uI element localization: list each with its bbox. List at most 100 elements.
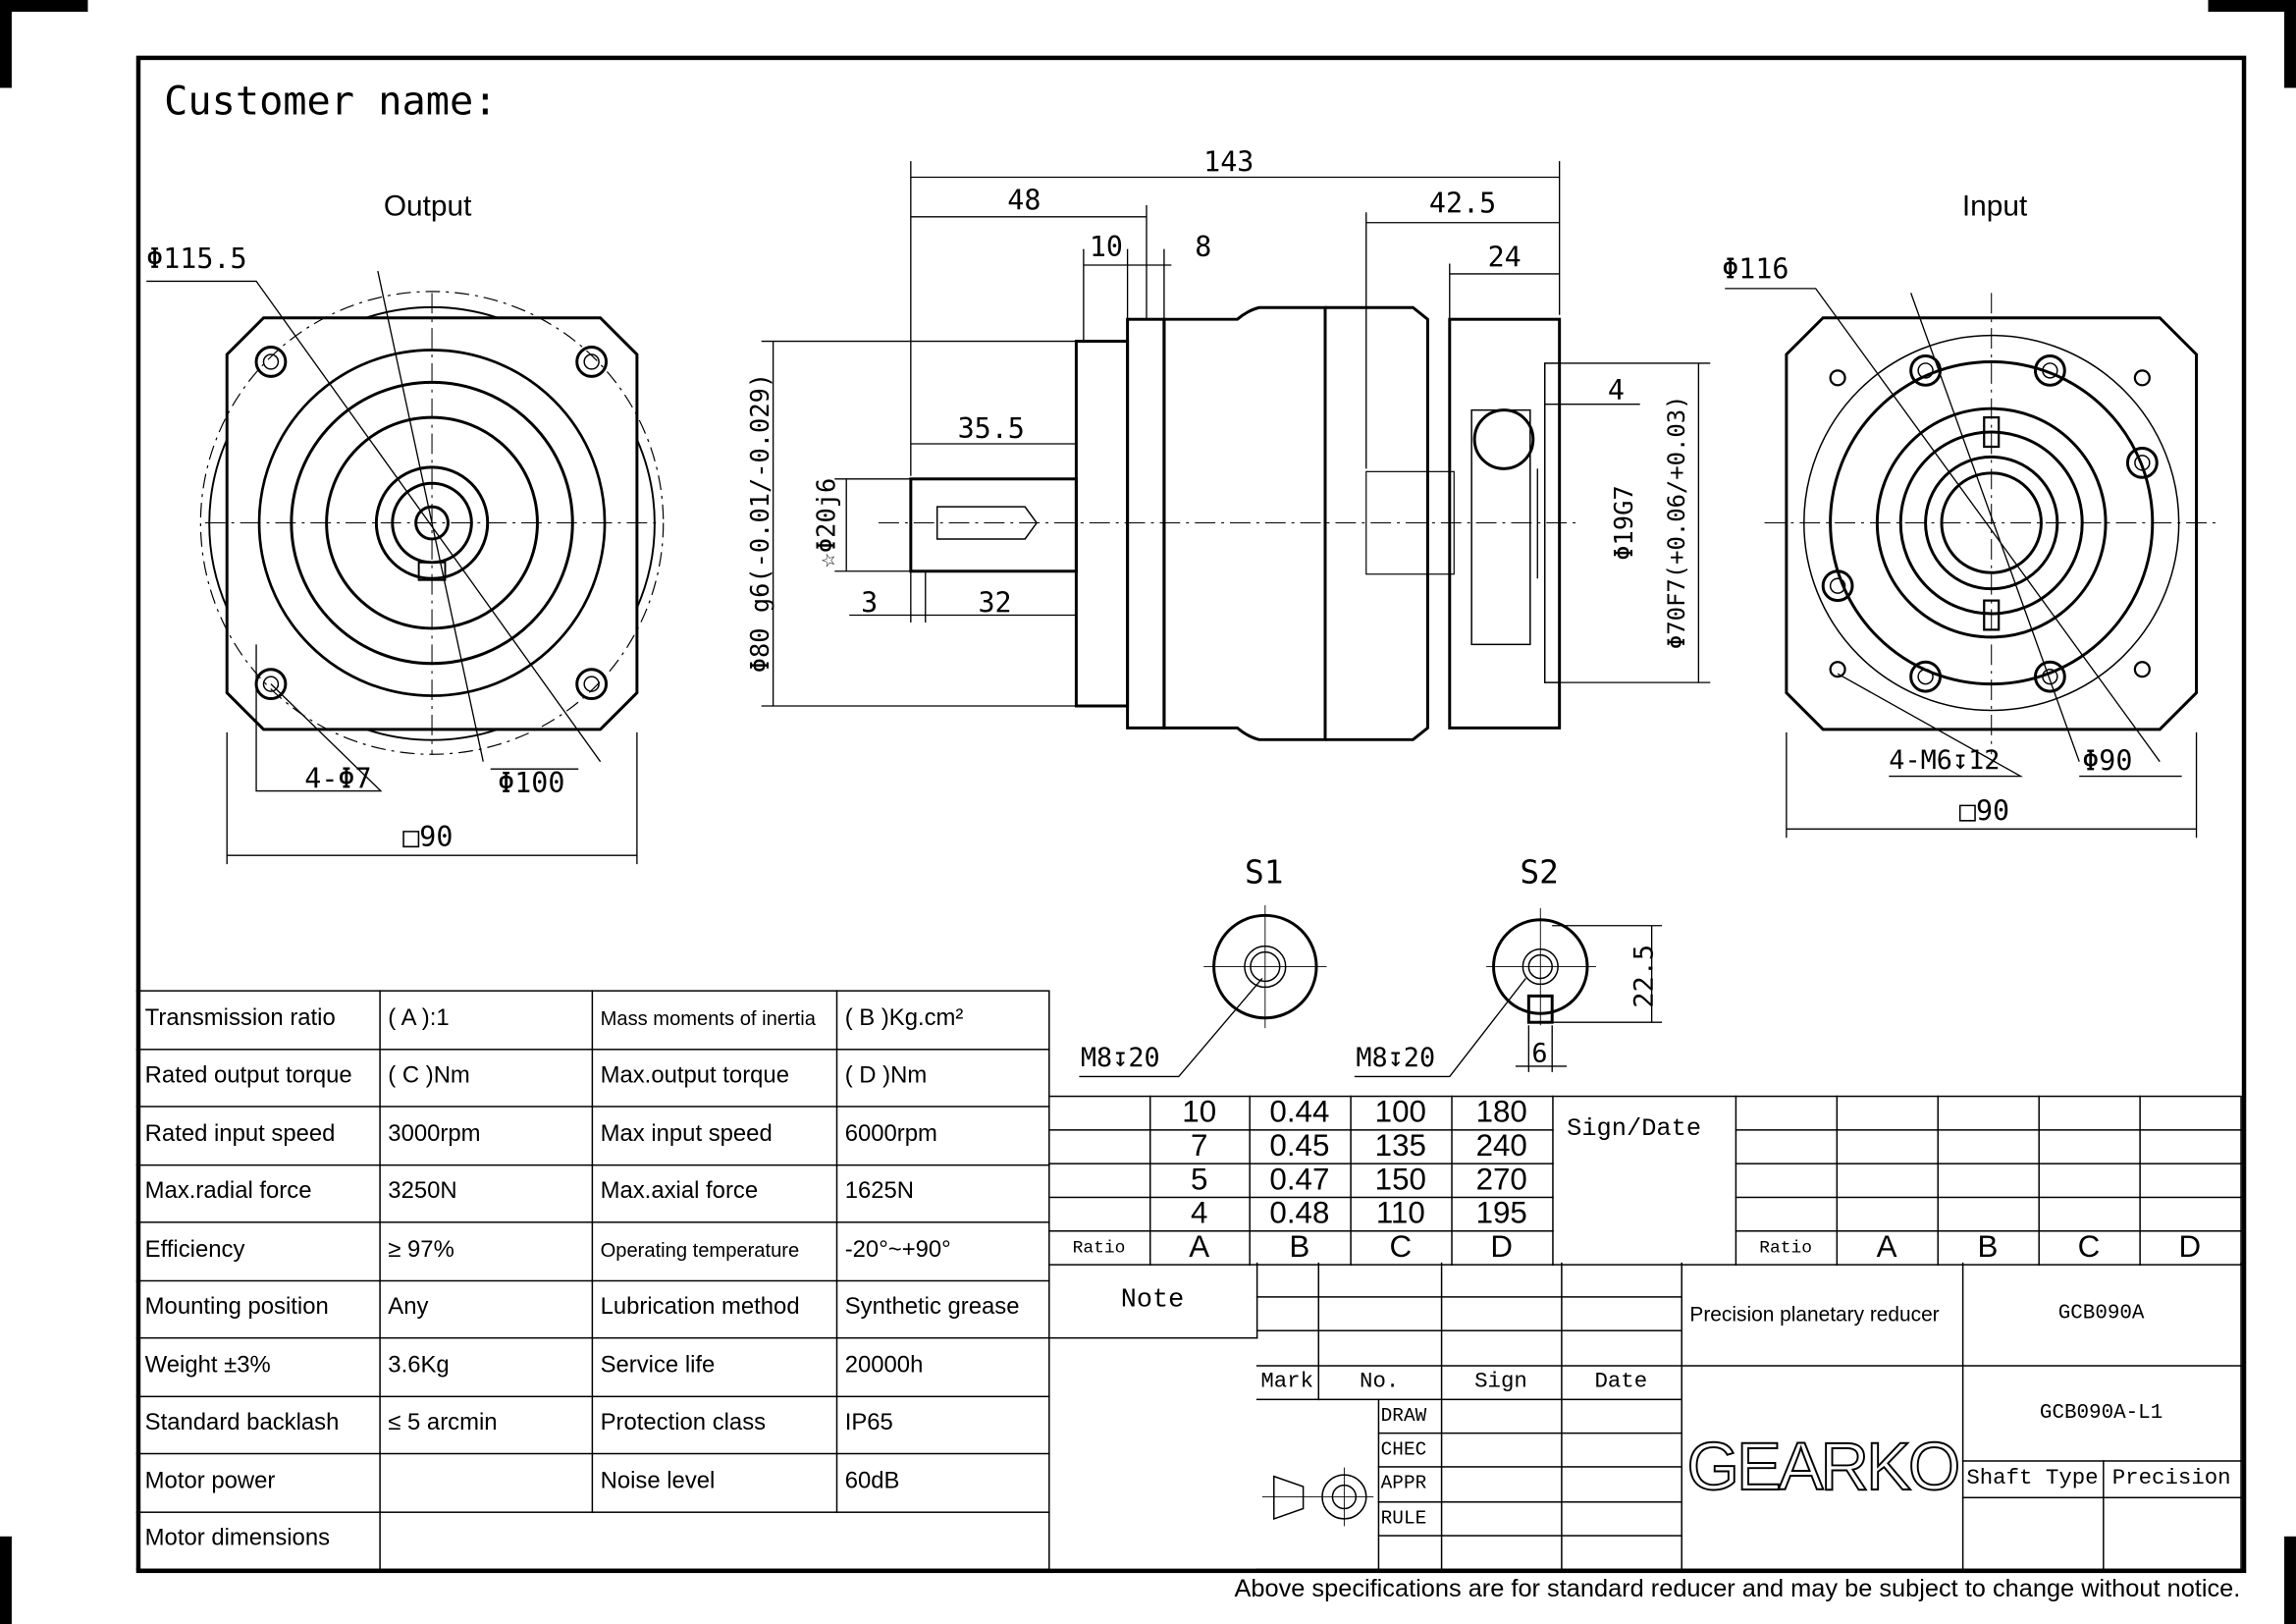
sign-header: Sign bbox=[1440, 1365, 1563, 1401]
ratio-cell bbox=[1048, 1196, 1151, 1232]
role-sign bbox=[1440, 1433, 1563, 1469]
empty-cell bbox=[2139, 1196, 2242, 1232]
s2-title: S2 bbox=[1520, 855, 1559, 893]
empty-cell bbox=[1735, 1196, 1839, 1232]
spec-label: Max.output torque bbox=[591, 1048, 838, 1108]
spec-label: Rated input speed bbox=[135, 1106, 381, 1165]
dim-143: 143 bbox=[1203, 146, 1255, 179]
empty-cell bbox=[1937, 1163, 2040, 1199]
role-sign bbox=[1440, 1466, 1563, 1502]
spec-label: Max input speed bbox=[591, 1106, 838, 1165]
dim-3: 3 bbox=[861, 587, 879, 620]
logo-cell bbox=[1681, 1365, 1964, 1571]
output-square: □90 bbox=[402, 821, 454, 854]
gearko-logo: GEARKO bbox=[1686, 1427, 1961, 1505]
ratio-cell bbox=[1048, 1129, 1151, 1164]
empty-cell bbox=[2139, 1129, 2242, 1164]
spec-value: 1625N bbox=[835, 1164, 1050, 1223]
model-number: GCB090A bbox=[1961, 1262, 2242, 1367]
dim-42-5: 42.5 bbox=[1428, 187, 1497, 220]
revision-cell bbox=[1317, 1329, 1443, 1367]
spec-value: IP65 bbox=[835, 1394, 1050, 1455]
spec-label: Motor dimensions bbox=[135, 1510, 381, 1571]
spec-value: ( C )Nm bbox=[379, 1048, 594, 1108]
spec-value: 6000rpm bbox=[835, 1106, 1050, 1165]
role-date bbox=[1561, 1466, 1682, 1502]
spec-label: Protection class bbox=[591, 1394, 838, 1455]
spec-label: Max.radial force bbox=[135, 1164, 381, 1223]
sign-date-label: Sign/Date bbox=[1552, 1095, 1737, 1266]
empty-cell bbox=[1836, 1163, 1940, 1199]
corner-mark bbox=[0, 0, 12, 88]
s2-height: 22.5 bbox=[1629, 944, 1660, 1008]
spec-value bbox=[379, 1452, 594, 1513]
revision-cell bbox=[1255, 1329, 1320, 1367]
spec-value: 3000rpm bbox=[379, 1106, 594, 1165]
side-view bbox=[879, 305, 1582, 741]
drawing-number: GCB090A-L1 bbox=[1961, 1365, 2242, 1462]
section-s1 bbox=[1079, 904, 1327, 1078]
corner-mark bbox=[2208, 0, 2296, 12]
ratio-cell: 0.45 bbox=[1249, 1129, 1352, 1164]
date-header: Date bbox=[1561, 1365, 1682, 1401]
spec-value: Synthetic grease bbox=[835, 1279, 1050, 1339]
empty-cell bbox=[1735, 1129, 1839, 1164]
corner-mark bbox=[0, 1536, 12, 1624]
spec-label: Weight ±3% bbox=[135, 1336, 381, 1397]
ratio-cell: 240 bbox=[1451, 1129, 1554, 1164]
spec-label: Noise level bbox=[591, 1452, 838, 1513]
spec-label: Rated output torque bbox=[135, 1048, 381, 1108]
empty-cell bbox=[1836, 1095, 1940, 1131]
dim-48: 48 bbox=[1007, 184, 1041, 217]
dim-4: 4 bbox=[1607, 374, 1625, 407]
ratio-header: Ratio bbox=[1735, 1230, 1839, 1266]
ratio-cell: 0.44 bbox=[1249, 1095, 1352, 1131]
spec-value: 3250N bbox=[379, 1164, 594, 1223]
customer-name-label: Customer name: bbox=[164, 79, 498, 125]
revision-cell bbox=[1561, 1329, 1682, 1367]
role-label: CHEC bbox=[1377, 1433, 1443, 1469]
ratio-cell: 0.47 bbox=[1249, 1163, 1352, 1199]
role-date bbox=[1561, 1534, 1682, 1571]
revision-cell bbox=[1440, 1329, 1563, 1367]
ratio-cell: 270 bbox=[1451, 1163, 1554, 1199]
spec-label: Operating temperature bbox=[591, 1221, 838, 1281]
footer-note: Above specifications are for standard re… bbox=[1234, 1574, 2241, 1602]
empty-cell bbox=[1735, 1163, 1839, 1199]
section-s2 bbox=[1354, 907, 1663, 1078]
revision-cell bbox=[1255, 1296, 1320, 1331]
spec-value: ( B )Kg.cm² bbox=[835, 990, 1050, 1050]
mark-header: Mark bbox=[1255, 1365, 1320, 1401]
role-label: RULE bbox=[1377, 1500, 1443, 1537]
ratio-cell: 7 bbox=[1148, 1129, 1251, 1164]
precision-label: Precision bbox=[2103, 1460, 2242, 1499]
revision-cell bbox=[1317, 1296, 1443, 1331]
spec-value: 60dB bbox=[835, 1452, 1050, 1513]
ratio-cell: 10 bbox=[1148, 1095, 1251, 1131]
ratio-cell: 135 bbox=[1350, 1129, 1453, 1164]
revision-cell bbox=[1561, 1296, 1682, 1331]
dim-32: 32 bbox=[978, 587, 1012, 620]
revision-cell bbox=[1255, 1262, 1320, 1298]
s1-title: S1 bbox=[1244, 855, 1284, 893]
input-square: □90 bbox=[1958, 794, 2010, 828]
s1-thread: M8↧20 bbox=[1080, 1043, 1160, 1074]
spec-value: ( D )Nm bbox=[835, 1048, 1050, 1108]
output-holes: 4-Φ7 bbox=[304, 763, 372, 795]
ratio-header: C bbox=[2038, 1230, 2141, 1266]
spec-label: Max.axial force bbox=[591, 1164, 838, 1223]
input-outer-dia: Φ116 bbox=[1722, 253, 1789, 286]
spec-label: Mounting position bbox=[135, 1279, 381, 1339]
empty-cell bbox=[1937, 1129, 2040, 1164]
empty-cell bbox=[2038, 1095, 2141, 1131]
ratio-cell: 100 bbox=[1350, 1095, 1453, 1131]
ratio-header: B bbox=[1249, 1230, 1352, 1266]
spec-label: Standard backlash bbox=[135, 1394, 381, 1455]
output-view-title: Output bbox=[383, 189, 472, 223]
spec-value: 3.6Kg bbox=[379, 1336, 594, 1397]
spec-label: Mass moments of inertia bbox=[591, 990, 838, 1050]
empty-cell bbox=[2139, 1095, 2242, 1131]
s2-key: 6 bbox=[1531, 1038, 1548, 1069]
spec-label: Lubrication method bbox=[591, 1279, 838, 1339]
